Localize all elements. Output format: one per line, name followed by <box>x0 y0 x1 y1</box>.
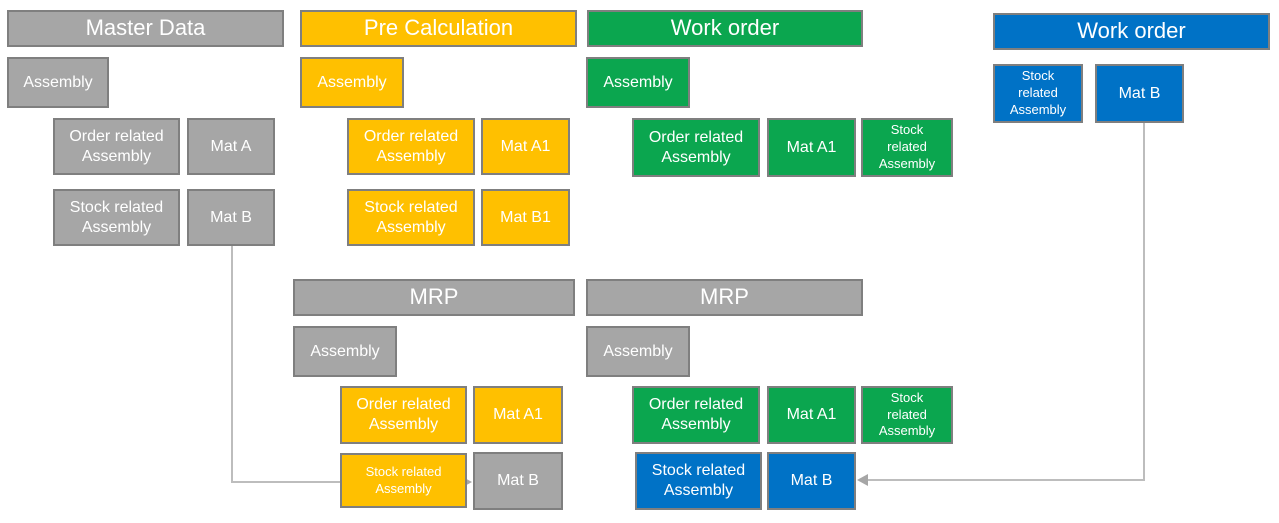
work-order-green-assembly-box: Assembly <box>586 57 690 108</box>
connector-workorder-matb-horizontal-line <box>864 479 1145 481</box>
mrp-right-order-related-assembly-box: Order related Assembly <box>632 386 760 444</box>
mrp-right-assembly-box: Assembly <box>586 326 690 377</box>
work-order-blue-stock-related-assembly-box: Stock related Assembly <box>993 64 1083 123</box>
master-data-assembly-box: Assembly <box>7 57 109 108</box>
mrp-right-mat-b-box: Mat B <box>767 452 856 510</box>
master-data-stock-related-assembly-box: Stock related Assembly <box>53 189 180 246</box>
pre-calculation-assembly-box: Assembly <box>300 57 404 108</box>
master-data-order-related-assembly-box: Order related Assembly <box>53 118 180 175</box>
pre-calculation-order-related-assembly-box: Order related Assembly <box>347 118 475 175</box>
header-pre-calculation: Pre Calculation <box>300 10 577 47</box>
master-data-mat-b-box: Mat B <box>187 189 275 246</box>
connector-arrowhead-left-icon <box>857 474 868 486</box>
work-order-green-mat-a1-box: Mat A1 <box>767 118 856 177</box>
mrp-left-mat-b-box: Mat B <box>473 452 563 510</box>
header-mrp-left: MRP <box>293 279 575 316</box>
mrp-left-assembly-box: Assembly <box>293 326 397 377</box>
master-data-mat-a-box: Mat A <box>187 118 275 175</box>
mrp-right-stock-related-assembly-blue-box: Stock related Assembly <box>635 452 762 510</box>
mrp-left-mat-a1-box: Mat A1 <box>473 386 563 444</box>
pre-calculation-mat-b1-box: Mat B1 <box>481 189 570 246</box>
connector-workorder-matb-vertical-line <box>1143 123 1145 481</box>
mrp-left-order-related-assembly-box: Order related Assembly <box>340 386 467 444</box>
work-order-blue-mat-b-box: Mat B <box>1095 64 1184 123</box>
header-mrp-right: MRP <box>586 279 863 316</box>
pre-calculation-stock-related-assembly-box: Stock related Assembly <box>347 189 475 246</box>
mrp-left-stock-related-assembly-box: Stock related Assembly <box>340 453 467 508</box>
mrp-right-mat-a1-box: Mat A1 <box>767 386 856 444</box>
connector-master-matb-vertical-line <box>231 246 233 483</box>
work-order-green-order-related-assembly-box: Order related Assembly <box>632 118 760 177</box>
work-order-green-stock-related-assembly-box: Stock related Assembly <box>861 118 953 177</box>
header-work-order-blue: Work order <box>993 13 1270 50</box>
header-work-order-green: Work order <box>587 10 863 47</box>
mrp-right-stock-related-assembly-green-box: Stock related Assembly <box>861 386 953 444</box>
header-master-data: Master Data <box>7 10 284 47</box>
pre-calculation-mat-a1-box: Mat A1 <box>481 118 570 175</box>
